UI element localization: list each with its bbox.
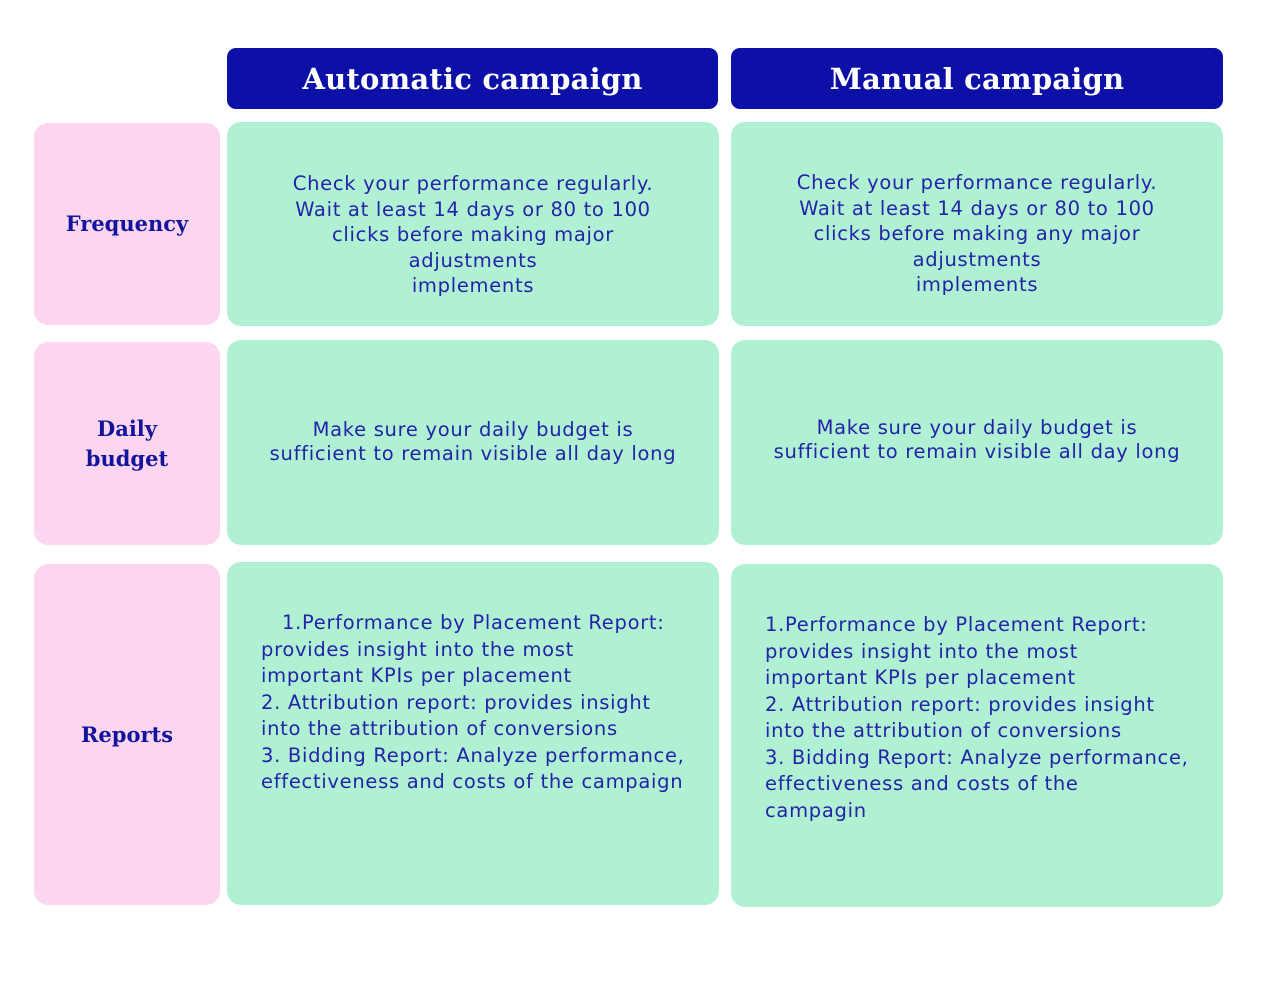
cell-text-line: sufficient to remain visible all day lon… [773, 440, 1181, 463]
row-label-frequency: Frequency [34, 123, 220, 325]
cell-frequency-manual: Check your performance regularly. Wait a… [731, 122, 1223, 326]
cell-text-line: implements [915, 273, 1039, 296]
cell-text-line: effectiveness and costs of the [765, 772, 1079, 795]
row-label-reports: Reports [34, 564, 220, 905]
cell-text-line: 2. Attribution report: provides insight [261, 690, 651, 714]
cell-text-line: campagin [765, 798, 867, 822]
cell-text-line: provides insight into the most [261, 637, 575, 661]
header-automatic-campaign: Automatic campaign [227, 48, 718, 109]
cell-text-line: effectiveness and costs of the campaign [261, 770, 684, 793]
cell-reports-manual: 1.Performance by Placement Report: provi… [731, 564, 1223, 907]
cell-text-line: clicks before making any major [813, 222, 1141, 245]
cell-text-line: Check your performance regularly. [796, 171, 1158, 194]
cell-text-line: adjustments [912, 247, 1042, 271]
cell-text-line: into the attribution of conversions [261, 717, 618, 740]
row-label-daily-budget: Daily budget [34, 342, 220, 545]
cell-frequency-automatic: Check your performance regularly. Wait a… [227, 122, 719, 326]
header-automatic-label: Automatic campaign [302, 61, 643, 96]
cell-text-line: sufficient to remain visible all day lon… [269, 442, 677, 465]
cell-daily-budget-manual: Make sure your daily budget is sufficien… [731, 340, 1223, 545]
cell-text-line: implements [411, 274, 535, 297]
row-label-daily-budget-line-1: Daily [97, 415, 157, 441]
cell-text-line: important KPIs per placement [765, 666, 1076, 689]
cell-text-line: 2. Attribution report: provides insight [765, 692, 1155, 716]
cell-text-line: clicks before making major [332, 223, 614, 246]
cell-text-line: Wait at least 14 days or 80 to 100 [799, 196, 1155, 220]
cell-text-line: 3. Bidding Report: Analyze performance, [765, 745, 1189, 769]
cell-text-line: into the attribution of conversions [765, 719, 1122, 742]
header-manual-campaign: Manual campaign [731, 48, 1223, 109]
cell-text-line: 3. Bidding Report: Analyze performance, [261, 743, 685, 767]
header-manual-label: Manual campaign [829, 61, 1125, 96]
cell-text-line: Make sure your daily budget is [816, 416, 1138, 439]
cell-daily-budget-automatic: Make sure your daily budget is sufficien… [227, 340, 719, 545]
cell-text-line: Make sure your daily budget is [312, 418, 634, 441]
cell-text-line: adjustments [408, 248, 538, 272]
cell-reports-automatic: 1.Performance by Placement Report: provi… [227, 562, 719, 905]
row-label-frequency-text: Frequency [65, 211, 189, 236]
cell-text-line: Check your performance regularly. [292, 172, 654, 195]
row-label-daily-budget-line-2: budget [85, 445, 169, 471]
cell-text-line: important KPIs per placement [261, 664, 572, 687]
cell-text-line: Wait at least 14 days or 80 to 100 [295, 197, 651, 221]
row-label-reports-text: Reports [80, 721, 174, 747]
cell-text-line: 1.Performance by Placement Report: [765, 613, 1148, 636]
cell-text-line: provides insight into the most [765, 639, 1079, 663]
cell-text-line: 1.Performance by Placement Report: [282, 611, 665, 634]
